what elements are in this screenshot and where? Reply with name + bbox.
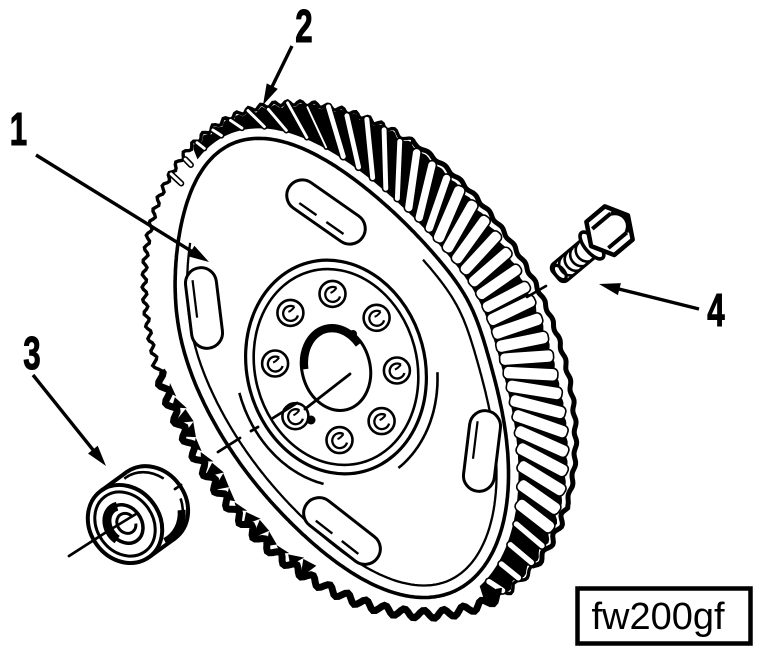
svg-text:1: 1 bbox=[10, 104, 27, 155]
svg-text:2: 2 bbox=[295, 1, 312, 52]
svg-text:fw200gf: fw200gf bbox=[591, 596, 725, 638]
svg-text:3: 3 bbox=[23, 328, 40, 379]
svg-text:4: 4 bbox=[707, 285, 724, 336]
